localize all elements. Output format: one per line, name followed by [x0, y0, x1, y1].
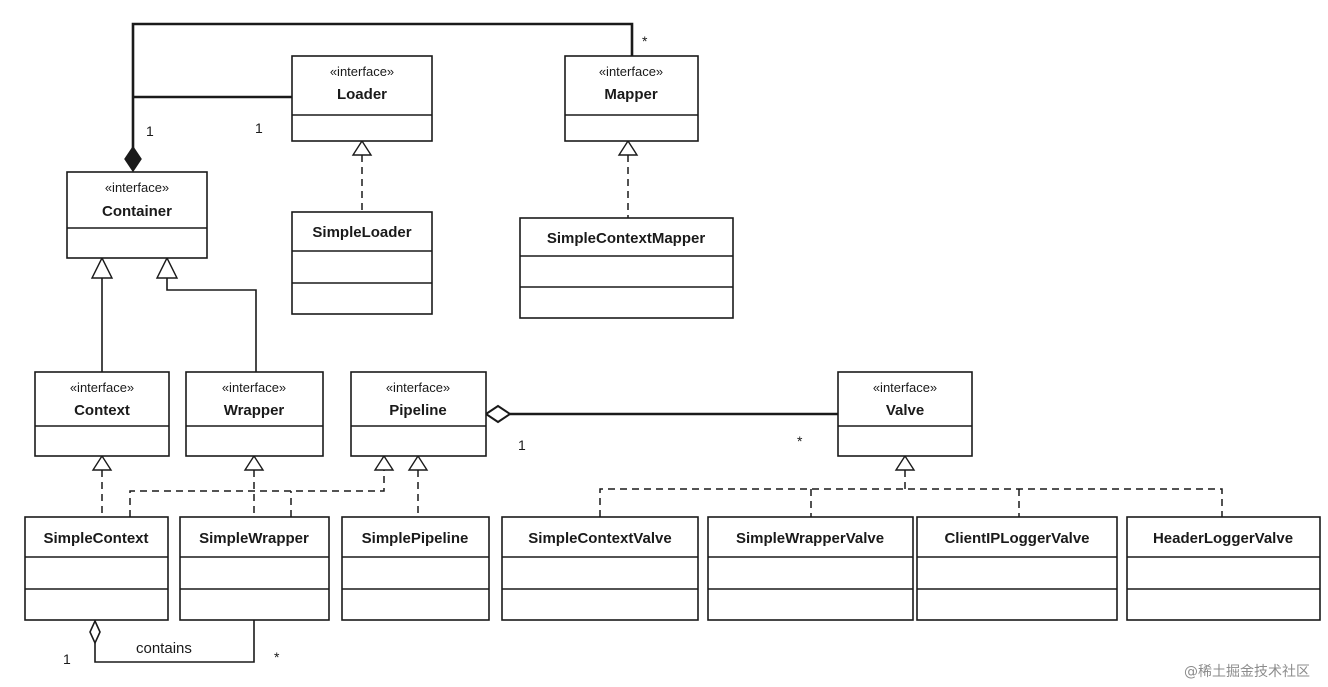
- mult-contains-one: 1: [63, 651, 71, 667]
- composition-diamond: [124, 145, 142, 173]
- class-context: «interface» Context: [34, 371, 170, 457]
- mult-loader-one: 1: [255, 120, 263, 136]
- mult-contains-star: *: [274, 649, 280, 665]
- container-mapper-composition: [131, 22, 634, 150]
- realization-arrow: [894, 454, 916, 471]
- class-simpleloader: SimpleLoader: [291, 211, 433, 315]
- mult-valve-star: *: [797, 433, 803, 449]
- class-simplepipeline: SimplePipeline: [341, 516, 490, 621]
- valve-name: Valve: [886, 402, 924, 419]
- mult-mapper-star: *: [642, 33, 648, 49]
- realization-arrow: [617, 139, 639, 156]
- simpleloader-name: SimpleLoader: [312, 224, 411, 241]
- class-mapper: «interface» Mapper: [564, 55, 699, 142]
- simplecontextmapper-name: SimpleContextMapper: [547, 230, 706, 247]
- realization-arrow: [351, 139, 373, 156]
- realization-arrow: [373, 454, 395, 471]
- simpleloader-implements-loader: [351, 139, 373, 212]
- realization-arrow: [243, 454, 265, 471]
- simplewrapper-implements-wrapper: [243, 454, 265, 517]
- simplecontext-name: SimpleContext: [43, 530, 148, 547]
- simplewrapper-name: SimpleWrapper: [199, 530, 309, 547]
- class-loader: «interface» Loader: [291, 55, 433, 142]
- realization-arrow: [91, 454, 113, 471]
- mult-container-one: 1: [146, 123, 154, 139]
- container-stereotype: «interface»: [105, 180, 169, 195]
- realization-arrow: [407, 454, 429, 471]
- class-clientiploggervalve: ClientIPLoggerValve: [916, 516, 1118, 621]
- generalization-arrow: [90, 256, 114, 279]
- simplecontext-implements-context: [91, 454, 113, 517]
- class-pipeline: «interface» Pipeline: [350, 371, 487, 457]
- mult-pipeline-one: 1: [518, 437, 526, 453]
- class-wrapper: «interface» Wrapper: [185, 371, 324, 457]
- aggregation-diamond: [484, 404, 512, 424]
- pipeline-stereotype: «interface»: [386, 380, 450, 395]
- valve-stereotype: «interface»: [873, 380, 937, 395]
- class-simplecontext: SimpleContext: [24, 516, 169, 621]
- mapper-stereotype: «interface»: [599, 64, 663, 79]
- loader-stereotype: «interface»: [330, 64, 394, 79]
- class-simplecontextmapper: SimpleContextMapper: [519, 217, 734, 319]
- simplecontextvalve-name: SimpleContextValve: [528, 530, 671, 547]
- simplecontextmapper-implements-mapper: [617, 139, 639, 218]
- class-headerloggervalve: HeaderLoggerValve: [1126, 516, 1321, 621]
- context-extends-container: [90, 256, 114, 372]
- clientiploggervalve-name: ClientIPLoggerValve: [944, 530, 1089, 547]
- container-name: Container: [102, 203, 172, 220]
- class-simplewrappervalve: SimpleWrapperValve: [707, 516, 914, 621]
- class-container: «interface» Container: [66, 171, 208, 259]
- mapper-name: Mapper: [604, 86, 658, 103]
- simplepipeline-implements-pipeline: [407, 454, 429, 517]
- pipeline-valve-aggregation: [484, 404, 838, 424]
- wrapper-stereotype: «interface»: [222, 380, 286, 395]
- simplewrappervalve-name: SimpleWrapperValve: [736, 530, 884, 547]
- watermark: @稀土掘金技术社区: [1184, 664, 1310, 680]
- context-name: Context: [74, 402, 130, 419]
- pipeline-name: Pipeline: [389, 402, 447, 419]
- class-simplecontextvalve: SimpleContextValve: [501, 516, 699, 621]
- wrapper-extends-container: [155, 256, 257, 372]
- loader-name: Loader: [337, 86, 387, 103]
- wrapper-name: Wrapper: [224, 402, 285, 419]
- simplecontext-simplewrapper-implement-pipeline: [129, 454, 395, 517]
- contains-diamond: [89, 619, 101, 645]
- generalization-arrow: [155, 256, 179, 279]
- valves-implement-valve: [599, 454, 1223, 517]
- contains-label: contains: [136, 640, 192, 657]
- context-stereotype: «interface»: [70, 380, 134, 395]
- class-simplewrapper: SimpleWrapper: [179, 516, 330, 621]
- class-valve: «interface» Valve: [837, 371, 973, 457]
- headerloggervalve-name: HeaderLoggerValve: [1153, 530, 1293, 547]
- simplepipeline-name: SimplePipeline: [362, 530, 469, 547]
- contains-aggregation: [89, 619, 255, 663]
